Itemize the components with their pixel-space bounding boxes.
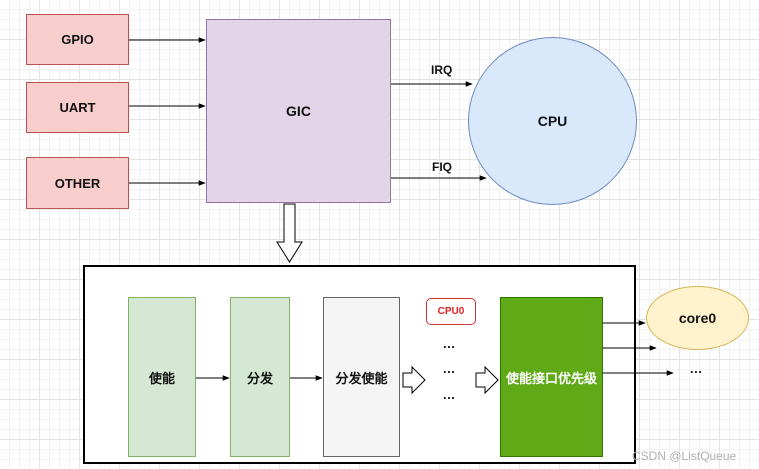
core0-ellipse: core0 [646, 286, 749, 350]
fiq-label: FIQ [432, 160, 452, 174]
dispatch-enable-out-arrow [402, 365, 426, 395]
ellipsis-1: ... [443, 336, 456, 351]
enable-stage-box: 使能 [128, 297, 196, 457]
uart-source-box: UART [26, 82, 129, 133]
gpio-source-box: GPIO [26, 14, 129, 65]
gic-expand-arrow [276, 203, 303, 263]
cpu-circle: CPU [468, 37, 637, 205]
watermark: CSDN @ListQueue [632, 449, 737, 463]
dispatch-enable-stage-box: 分发使能 [323, 297, 400, 457]
irq-label: IRQ [431, 63, 453, 77]
cpu0-tag: CPU0 [426, 298, 476, 325]
interface-priority-box: 使能接口优先级 [500, 297, 603, 457]
dispatch-stage-box: 分发 [230, 297, 290, 457]
other-source-box: OTHER [26, 157, 129, 209]
interface-in-arrow [475, 365, 499, 395]
ellipsis-3: ... [443, 387, 456, 402]
gic-box: GIC [206, 19, 391, 203]
ellipsis-2: ... [443, 361, 456, 376]
ellipsis-cores: ... [690, 361, 703, 376]
